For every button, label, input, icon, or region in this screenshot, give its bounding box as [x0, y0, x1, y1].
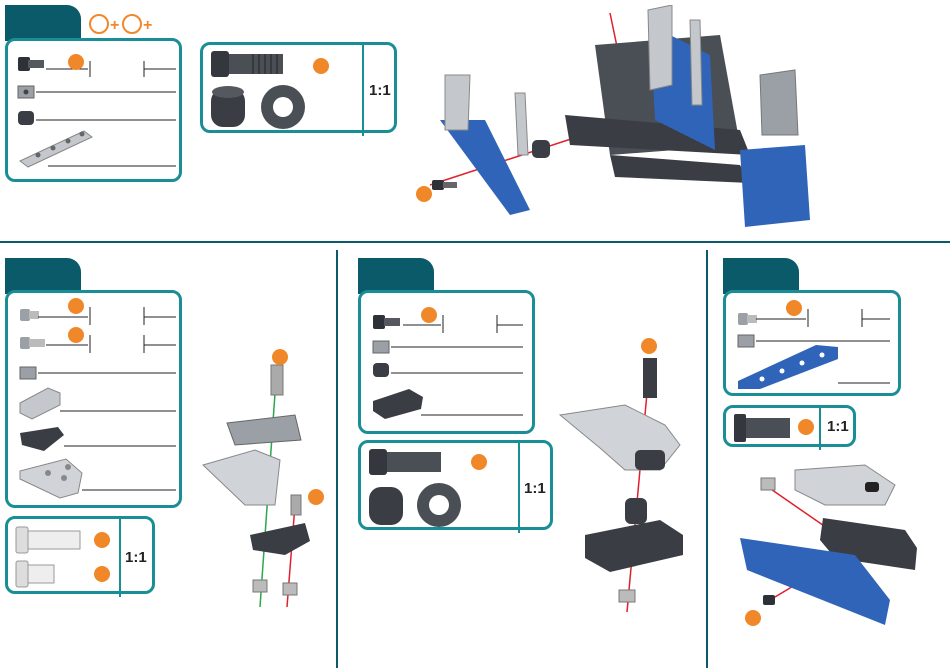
- orange-marker-icon: [68, 327, 84, 343]
- bolt-icon: [20, 337, 45, 349]
- orange-marker-icon: [416, 186, 432, 202]
- step-1-parts-box: [5, 38, 182, 182]
- bolt-icon: [20, 309, 39, 321]
- scale-label: 1:1: [524, 480, 546, 497]
- orange-marker-icon: [68, 54, 84, 70]
- step-3-scale-box: 1:1: [358, 440, 553, 530]
- plate-icon: [20, 459, 82, 498]
- strip-icon: [20, 131, 92, 167]
- vertical-divider: [336, 250, 338, 668]
- spacer-icon: [211, 86, 245, 127]
- svg-text:+: +: [110, 17, 119, 34]
- step-3-tab: [358, 258, 434, 294]
- scale-label: 1:1: [369, 82, 391, 99]
- orange-marker-icon: [641, 338, 657, 354]
- horizontal-divider: [0, 241, 950, 243]
- orange-marker-icon: [798, 419, 814, 435]
- strip-icon: [738, 345, 838, 389]
- bracket-icon: [20, 388, 60, 419]
- step-2-assembly-illustration: [195, 345, 335, 610]
- washer-icon: [417, 483, 461, 527]
- orange-marker-icon: [308, 489, 324, 505]
- orange-marker-icon: [94, 566, 110, 582]
- bolt-icon: [16, 561, 54, 587]
- step-3-parts-box: [358, 290, 535, 434]
- step-2-tab: [5, 258, 81, 294]
- scale-label: 1:1: [827, 418, 849, 435]
- step-1-tab: [5, 5, 81, 41]
- vertical-divider: [706, 250, 708, 668]
- scale-label: 1:1: [125, 549, 147, 566]
- bolt-icon: [369, 449, 441, 475]
- step-3-assembly-illustration: [555, 330, 705, 615]
- step-2-parts-box: [5, 290, 182, 508]
- bolt-icon: [16, 527, 80, 553]
- spacer-icon: [18, 111, 34, 125]
- spacer-icon: [369, 487, 403, 525]
- orange-marker-icon: [421, 307, 437, 323]
- bolt-icon: [373, 315, 400, 329]
- square-nut-icon: [18, 86, 34, 98]
- square-nut-icon: [738, 335, 754, 347]
- plus-circle-symbols: + +: [88, 12, 158, 36]
- bolt-icon: [211, 51, 283, 77]
- washer-icon: [261, 85, 305, 129]
- bolt-icon: [18, 57, 44, 71]
- svg-text:+: +: [143, 17, 152, 34]
- square-nut-icon: [373, 341, 389, 353]
- step-1-scale-box: 1:1: [200, 42, 397, 133]
- square-nut-icon: [20, 367, 36, 379]
- step-2-scale-box: 1:1: [5, 516, 155, 594]
- orange-marker-icon: [272, 349, 288, 365]
- step-4-scale-box: 1:1: [723, 405, 856, 447]
- step-4-tab: [723, 258, 799, 294]
- bolt-icon: [738, 313, 757, 325]
- orange-marker-icon: [745, 610, 761, 626]
- main-assembly-illustration: [410, 5, 830, 233]
- orange-marker-icon: [94, 532, 110, 548]
- bolt-icon: [734, 414, 790, 442]
- orange-marker-icon: [786, 300, 802, 316]
- bracket-icon: [20, 427, 64, 451]
- step-4-parts-box: [723, 290, 901, 396]
- spacer-icon: [373, 363, 389, 377]
- orange-marker-icon: [313, 58, 329, 74]
- orange-marker-icon: [471, 454, 487, 470]
- orange-marker-icon: [68, 298, 84, 314]
- bracket-icon: [373, 389, 423, 419]
- step-4-assembly-illustration: [735, 460, 925, 635]
